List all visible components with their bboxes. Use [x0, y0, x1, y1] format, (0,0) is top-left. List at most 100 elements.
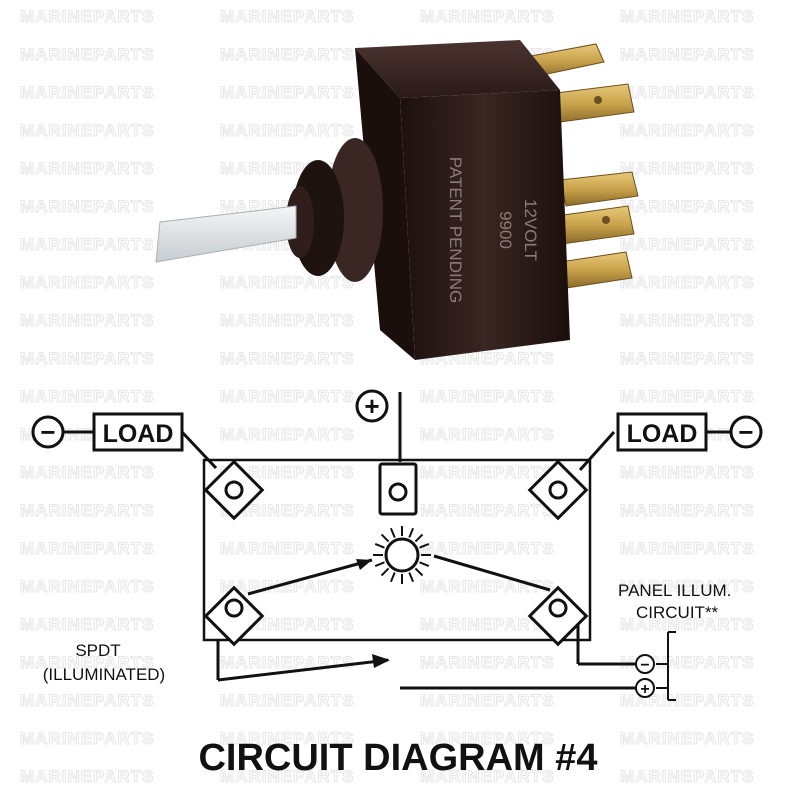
- watermark-text: MARINEPARTS: [220, 691, 354, 710]
- watermark-text: MARINEPARTS: [20, 273, 154, 292]
- svg-text:−: −: [640, 657, 649, 674]
- watermark-text: MARINEPARTS: [20, 311, 154, 330]
- watermark-text: MARINEPARTS: [620, 197, 754, 216]
- plus-symbol-top: +: [355, 389, 389, 423]
- watermark-text: MARINEPARTS: [20, 197, 154, 216]
- watermark-text: MARINEPARTS: [620, 729, 754, 748]
- switch-body-top: [355, 40, 560, 98]
- watermark-text: MARINEPARTS: [620, 121, 754, 140]
- panel-plus-symbol: +: [635, 678, 655, 698]
- watermark-text: MARINEPARTS: [620, 45, 754, 64]
- lamp-ray: [414, 533, 424, 543]
- watermark-text: MARINEPARTS: [420, 463, 554, 482]
- watermark-text: MARINEPARTS: [20, 767, 154, 786]
- svg-text:PATENT PENDING: PATENT PENDING: [446, 157, 465, 303]
- switch-model-label: 9900: [496, 211, 515, 249]
- svg-text:−: −: [40, 417, 55, 447]
- minus-symbol-left: −: [31, 415, 65, 449]
- watermark-text: MARINEPARTS: [20, 387, 154, 406]
- spdt-label: SPDT: [75, 641, 120, 660]
- lamp-icon: [373, 526, 431, 584]
- svg-text:12VOLT: 12VOLT: [521, 199, 540, 261]
- terminal-top-center: [378, 462, 418, 516]
- watermark-text: MARINEPARTS: [220, 45, 354, 64]
- watermark-text: MARINEPARTS: [420, 501, 554, 520]
- watermark-text: MARINEPARTS: [220, 767, 354, 786]
- watermark-text: MARINEPARTS: [420, 539, 554, 558]
- watermark-text: MARINEPARTS: [220, 273, 354, 292]
- svg-text:9900: 9900: [496, 211, 515, 249]
- watermark-text: MARINEPARTS: [620, 7, 754, 26]
- minus-symbol-right: −: [729, 415, 763, 449]
- lamp-ray: [374, 542, 385, 549]
- switch-lever: [155, 205, 297, 263]
- svg-text:LOAD: LOAD: [103, 420, 174, 448]
- watermark-text: MARINEPARTS: [220, 653, 354, 672]
- lamp-ray: [414, 567, 424, 577]
- watermark-text: MARINEPARTS: [220, 539, 354, 558]
- watermark-text: MARINEPARTS: [620, 691, 754, 710]
- watermark-text: MARINEPARTS: [220, 387, 354, 406]
- watermark-text: MARINEPARTS: [420, 691, 554, 710]
- watermark-text: MARINEPARTS: [20, 653, 154, 672]
- terminal-bottom-right: [527, 585, 589, 647]
- watermark-text: MARINEPARTS: [220, 463, 354, 482]
- watermark-text: MARINEPARTS: [20, 577, 154, 596]
- watermark-text: MARINEPARTS: [420, 653, 554, 672]
- lamp-ray: [408, 572, 415, 583]
- watermark-text: MARINEPARTS: [220, 83, 354, 102]
- switch-body-label: PATENT PENDING: [446, 157, 465, 303]
- load-box-left: LOAD: [92, 412, 184, 452]
- svg-text:−: −: [738, 417, 753, 447]
- watermark-text: MARINEPARTS: [620, 387, 754, 406]
- circuit-diagram: [64, 392, 730, 701]
- switch-body-front: [400, 90, 570, 360]
- watermark-text: MARINEPARTS: [20, 615, 154, 634]
- watermark-text: MARINEPARTS: [20, 7, 154, 26]
- panel-illum-label: PANEL ILLUM.: [618, 581, 731, 600]
- lamp-ray: [408, 527, 415, 538]
- watermark-text: MARINEPARTS: [620, 235, 754, 254]
- terminal-top-left: [203, 459, 265, 521]
- watermark-text: MARINEPARTS: [20, 729, 154, 748]
- watermark-text: MARINEPARTS: [220, 425, 354, 444]
- terminal-top-right: [527, 459, 589, 521]
- watermark-text: MARINEPARTS: [220, 7, 354, 26]
- watermark-text: MARINEPARTS: [20, 463, 154, 482]
- svg-text:+: +: [364, 391, 379, 421]
- watermark-text: MARINEPARTS: [220, 311, 354, 330]
- watermark-text: MARINEPARTS: [620, 539, 754, 558]
- watermark-text: MARINEPARTS: [20, 349, 154, 368]
- watermark-text: MARINEPARTS: [620, 767, 754, 786]
- watermark-text: MARINEPARTS: [20, 691, 154, 710]
- watermark-text: MARINEPARTS: [20, 235, 154, 254]
- watermark-text: MARINEPARTS: [420, 425, 554, 444]
- toggle-switch-photo: PATENT PENDING 9900 12VOLT: [155, 40, 639, 360]
- lamp-ray: [419, 561, 430, 568]
- watermark-text: MARINEPARTS: [20, 121, 154, 140]
- watermark-text: MARINEPARTS: [20, 45, 154, 64]
- lamp-ray: [389, 572, 396, 583]
- diagram-title: CIRCUIT DIAGRAM #4: [198, 737, 597, 779]
- switch-voltage-label: 12VOLT: [521, 199, 540, 261]
- watermark-text: MARINEPARTS: [620, 463, 754, 482]
- panel-minus-symbol: −: [635, 654, 655, 674]
- switch-outline: [202, 458, 592, 642]
- switch-body-side: [355, 48, 415, 360]
- lamp-ray: [374, 561, 385, 568]
- watermark-text: MARINEPARTS: [420, 7, 554, 26]
- watermark-text: MARINEPARTS: [20, 83, 154, 102]
- terminal-bottom-left: [203, 585, 265, 647]
- watermark-text: MARINEPARTS: [420, 729, 554, 748]
- watermark-text: MARINEPARTS: [20, 501, 154, 520]
- panel-circuit-label: CIRCUIT**: [636, 603, 719, 622]
- watermark-text: MARINEPARTS: [420, 767, 554, 786]
- watermark-text: MARINEPARTS: [220, 501, 354, 520]
- load-box-right: LOAD: [616, 412, 708, 452]
- watermark-text: MARINEPARTS: [620, 615, 754, 634]
- illuminated-label: (ILLUMINATED): [43, 665, 165, 684]
- watermark-text: MARINEPARTS: [20, 539, 154, 558]
- watermark-text: MARINEPARTS: [420, 615, 554, 634]
- watermark-text: MARINEPARTS: [620, 83, 754, 102]
